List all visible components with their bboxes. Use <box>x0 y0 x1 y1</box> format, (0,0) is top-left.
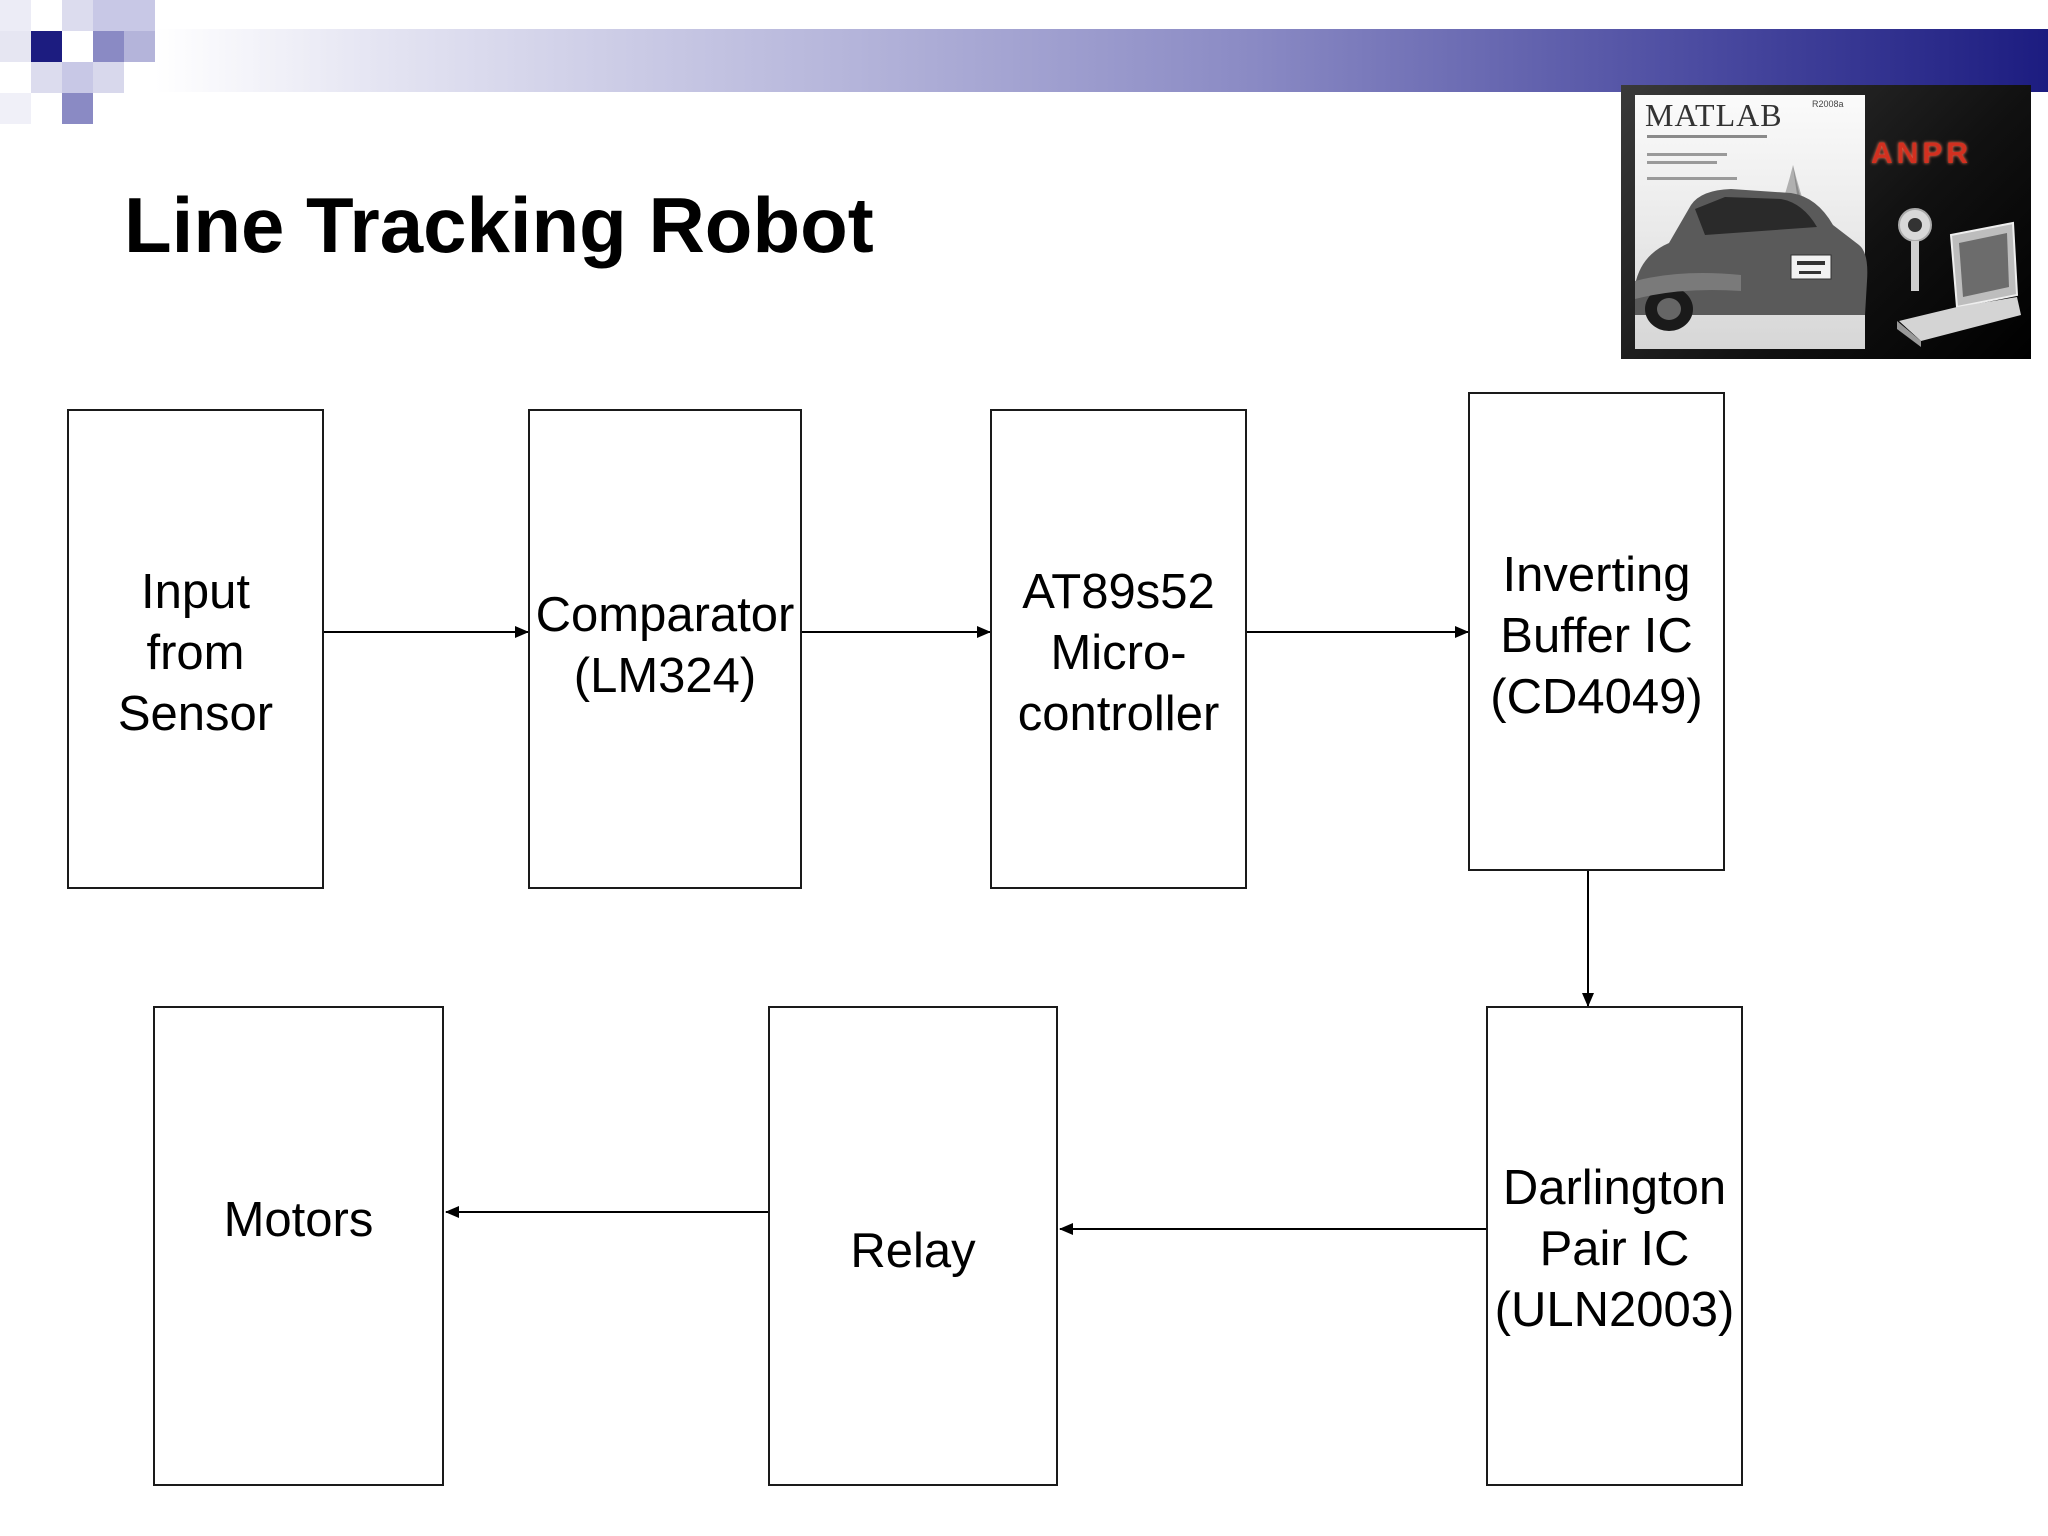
block-input-from-sensor: Input from Sensor <box>67 409 324 889</box>
webcam-laptop-icon <box>1897 208 2021 347</box>
block-comparator-label: Comparator (LM324) <box>535 588 795 703</box>
block-relay-label: Relay <box>850 1224 976 1278</box>
block-motors-label: Motors <box>223 1193 374 1247</box>
car-icon <box>1635 189 1868 331</box>
block-microcontroller-label: AT89s52 Micro- controller <box>1017 565 1220 741</box>
slide-title: Line Tracking Robot <box>124 181 874 269</box>
block-microcontroller: AT89s52 Micro- controller <box>990 409 1247 889</box>
block-comparator: Comparator (LM324) <box>528 409 802 889</box>
matlab-logo-text: MATLAB <box>1645 97 1783 133</box>
anpr-caption: ANPR <box>1871 137 1973 170</box>
block-darlington-pair: Darlington Pair IC (ULN2003) <box>1486 1006 1743 1486</box>
block-relay: Relay <box>768 1006 1058 1486</box>
matlab-anpr-banner-image: MATLAB R2008a ANPR <box>1621 85 2031 359</box>
block-inverting-buffer-label: Inverting Buffer IC (CD4049) <box>1490 548 1703 724</box>
header-gradient-band <box>155 29 2048 92</box>
block-input-label: Input from Sensor <box>117 565 274 741</box>
block-motors: Motors <box>153 1006 444 1486</box>
block-inverting-buffer: Inverting Buffer IC (CD4049) <box>1468 392 1725 871</box>
car-and-computer-illustration <box>1635 135 2021 347</box>
matlab-version-text: R2008a <box>1812 99 1844 109</box>
block-darlington-label: Darlington Pair IC (ULN2003) <box>1494 1161 1735 1337</box>
cover-text-lines-icon <box>1647 135 1767 180</box>
